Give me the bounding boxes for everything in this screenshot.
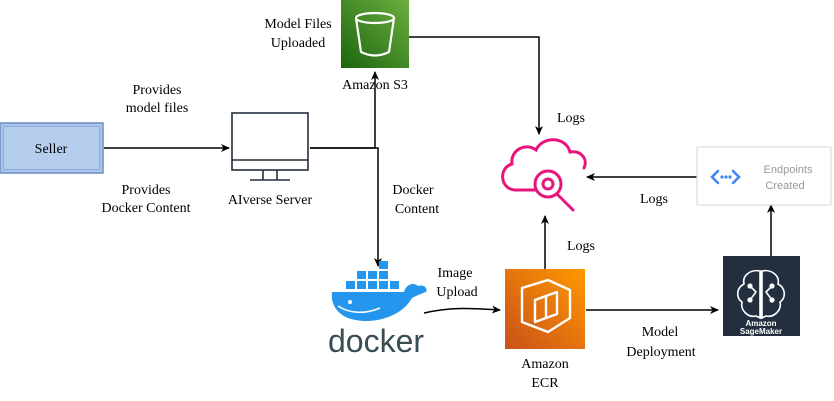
node-logging <box>501 138 587 212</box>
label-provides-docker-content-2: Docker Content <box>101 201 190 216</box>
label-logs-s3: Logs <box>557 111 585 126</box>
node-endpoints-created: Endpoints Created <box>696 146 832 206</box>
node-docker: docker <box>328 261 427 359</box>
bucket-icon <box>354 11 396 57</box>
label-logs-ecr: Logs <box>567 239 595 254</box>
ecr-icon <box>520 278 572 334</box>
node-seller: Seller <box>0 122 104 174</box>
label-docker-content-2: Content <box>395 202 439 217</box>
label-model-files-uploaded-2: Uploaded <box>271 36 325 51</box>
sagemaker-label-1: Amazon <box>745 319 776 328</box>
amazon-ecr-label-1: Amazon <box>521 357 568 372</box>
aiverse-server-label: AIverse Server <box>228 193 313 208</box>
sagemaker-brain-icon <box>736 269 786 320</box>
label-docker-content-1: Docker <box>392 183 434 198</box>
edge-server-to-docker <box>310 147 382 267</box>
sagemaker-label-2: SageMaker <box>740 327 782 336</box>
label-provides-model-files-1: Provides <box>133 83 182 98</box>
docker-whale-icon <box>331 261 427 322</box>
node-amazon-sagemaker: Amazon SageMaker <box>723 256 800 336</box>
monitor-icon <box>231 112 309 181</box>
docker-wordmark: docker <box>328 323 424 359</box>
label-image-upload-2: Upload <box>436 285 477 300</box>
label-provides-model-files-2: model files <box>126 101 189 116</box>
cloud-search-icon <box>501 138 587 212</box>
label-provides-docker-content-1: Provides <box>122 183 171 198</box>
label-model-files-uploaded-1: Model Files <box>264 17 331 32</box>
seller-label: Seller <box>35 142 68 157</box>
label-model-deployment-2: Deployment <box>626 345 695 360</box>
endpoints-icon <box>710 169 741 185</box>
node-aiverse-server: AIverse Server <box>228 112 313 208</box>
endpoints-label-2: Created <box>765 180 804 192</box>
node-amazon-s3: Amazon S3 <box>341 0 409 93</box>
label-logs-endpoints: Logs <box>640 192 668 207</box>
endpoints-label-1: Endpoints <box>764 164 813 176</box>
amazon-ecr-label-2: ECR <box>531 376 559 391</box>
amazon-s3-label: Amazon S3 <box>342 78 408 93</box>
edge-docker-to-ecr <box>423 305 501 314</box>
node-amazon-ecr: Amazon ECR <box>505 269 585 391</box>
edge-s3-to-logs <box>409 36 543 135</box>
label-image-upload-1: Image <box>438 266 473 281</box>
label-model-deployment-1: Model <box>642 325 679 340</box>
edges <box>104 36 775 314</box>
edge-labels: Provides model files Provides Docker Con… <box>101 17 695 360</box>
